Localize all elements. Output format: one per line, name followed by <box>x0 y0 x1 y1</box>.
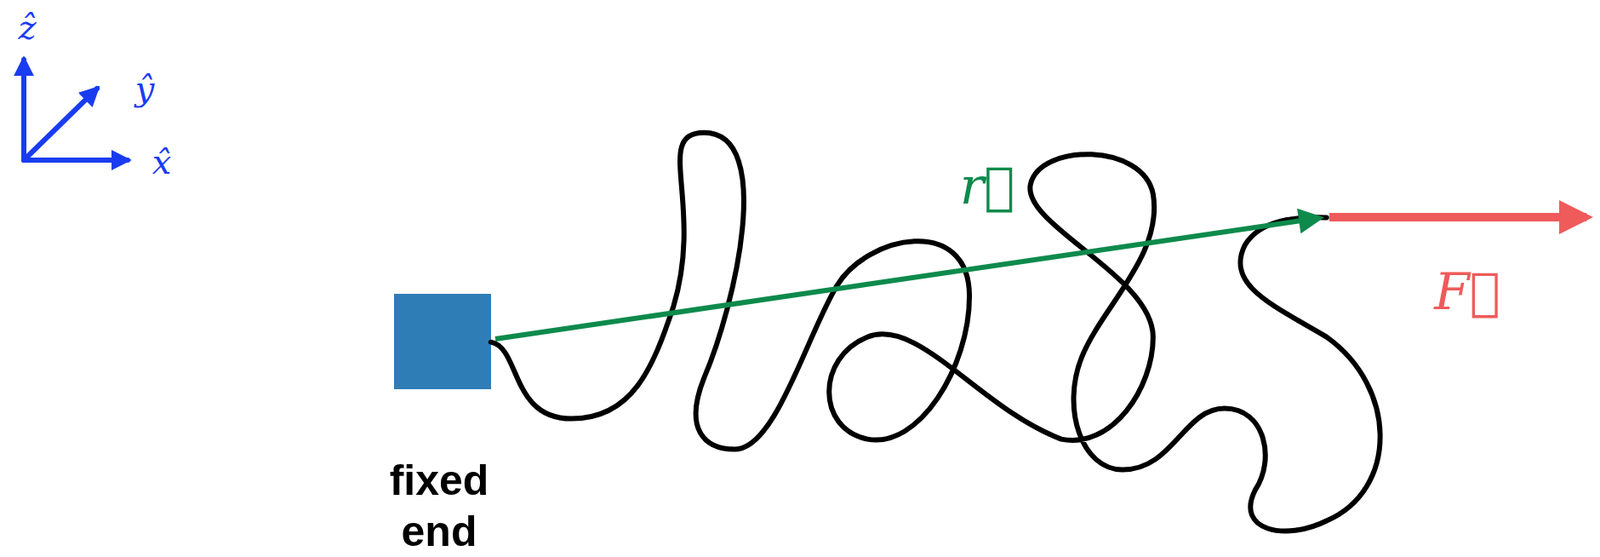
axes <box>23 59 128 160</box>
polymer-chain <box>491 132 1381 532</box>
x-axis <box>23 157 128 163</box>
axis-label: ŷ <box>135 69 155 108</box>
vector-label: r⃗ <box>956 157 1019 214</box>
axis-label: x̂ <box>152 142 172 181</box>
y-axis <box>23 88 98 160</box>
fixed-block <box>394 293 492 389</box>
force-label: F⃗ <box>1434 262 1501 320</box>
end-to-end-vector <box>495 217 1320 339</box>
axis-label: ẑ <box>17 8 36 46</box>
force-arrow <box>1329 212 1587 222</box>
z-axis <box>21 59 27 160</box>
fixed-end-label: fixed end <box>366 454 512 557</box>
